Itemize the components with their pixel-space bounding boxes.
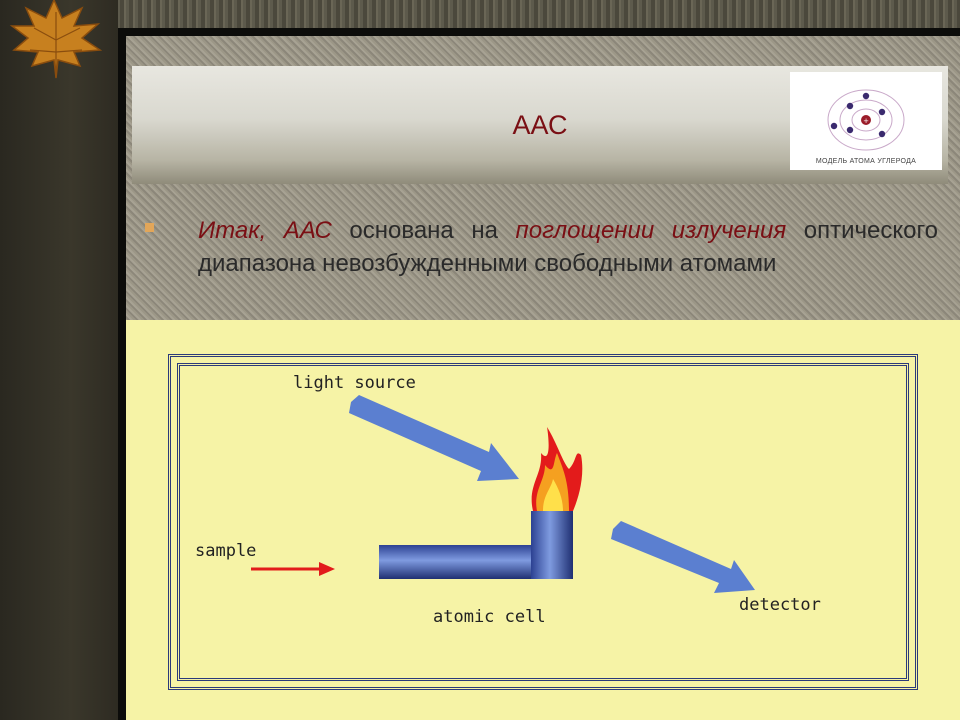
logo-caption: МОДЕЛЬ АТОМА УГЛЕРОДА xyxy=(815,158,917,165)
bullet-marker xyxy=(145,223,154,232)
leaf-icon xyxy=(9,0,103,79)
atomic-cell-tube-horizontal xyxy=(379,545,535,579)
detector-arrow xyxy=(611,521,755,593)
light-source-label: light source xyxy=(293,373,416,393)
bullet-text-part1: основана на xyxy=(331,217,516,244)
sample-label: sample xyxy=(195,541,257,561)
bullet-text-part2: оптического диапазона невозбужденными св… xyxy=(198,217,939,277)
bullet-emphasis: поглощении излучения xyxy=(515,217,787,244)
carbon-atom-logo: + МОДЕЛЬ АТОМА УГЛЕРОДА xyxy=(790,72,942,170)
detector-label: detector xyxy=(739,595,821,615)
diagram-inner-border xyxy=(177,363,909,681)
atomic-cell-tube-vertical xyxy=(531,511,573,579)
left-decor-strip xyxy=(0,0,118,720)
light-source-arrow xyxy=(349,395,519,481)
flame-icon xyxy=(531,427,583,511)
slide-title: ААС xyxy=(512,110,568,140)
bullet-text: Итак, ААС основана на поглощении излучен… xyxy=(198,214,938,280)
diagram-drawing xyxy=(251,395,755,593)
atomic-cell-label: atomic cell xyxy=(433,607,546,627)
svg-text:+: + xyxy=(863,117,869,125)
bullet-lead: Итак, ААС xyxy=(198,217,332,244)
aas-diagram: light source sample atomic cell detector xyxy=(168,354,918,690)
